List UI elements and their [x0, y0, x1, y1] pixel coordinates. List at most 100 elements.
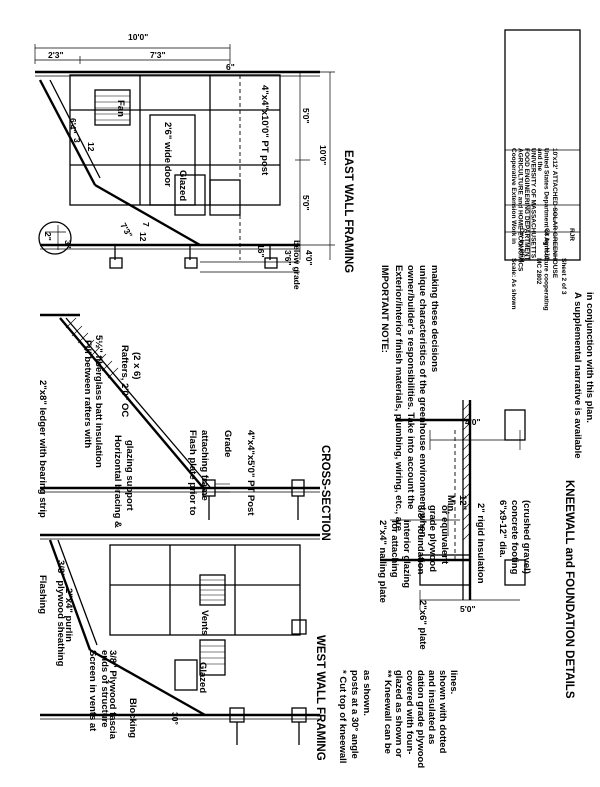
- initials: RJR: [568, 228, 575, 241]
- dim-height-top: 5'0": [301, 108, 311, 124]
- supplemental-line: A supplemental narrative is available: [572, 292, 583, 459]
- label-foundation: 3/8" foundation: [415, 505, 426, 575]
- org-line: and the: [536, 148, 543, 171]
- label-cs-post: 4"x4"x5'0" PT Post: [245, 430, 256, 516]
- label-angle: 30°: [170, 712, 180, 725]
- important-line: making these decisions: [429, 265, 440, 372]
- scale: Scale: As shown: [510, 258, 517, 309]
- dim-overall-width: 10'0": [128, 32, 148, 42]
- label-rafters2: (2 x 6): [131, 352, 142, 379]
- org-line: United States Department of Agriculture …: [543, 148, 550, 311]
- label-four-ft: 4'0": [465, 417, 481, 427]
- dim-right-width: 7'3": [150, 50, 166, 60]
- dim-left-width: 2'3": [48, 50, 64, 60]
- annotation-labels: EAST WALL FRAMING 10'0" 2'3" 7'3" 6" 5'0" 5'0"…: [37, 32, 595, 768]
- label-nailing3: interior glazing: [401, 520, 412, 588]
- label-flashing: Flashing: [37, 575, 48, 614]
- org-line: FOOD ENGINEERING DEPARTMENT: [523, 148, 530, 261]
- label-five-ft: 5'0": [460, 604, 476, 614]
- footnote1-line: posts at a 30° angle: [349, 670, 360, 759]
- label-ledger: 2"x8" ledger with bearing strip: [37, 380, 48, 518]
- mc-number: MC 2802: [535, 258, 542, 285]
- east-wall-title: EAST WALL FRAMING: [342, 150, 354, 273]
- footnote1-line: as shown.: [361, 670, 372, 716]
- label-bracing: Horizontal bracing &: [112, 435, 123, 528]
- dim-slope-3: 3: [72, 138, 82, 143]
- dim-below-grade: 3'6": [283, 250, 293, 266]
- checked-by: Ck by HJG: [543, 228, 550, 261]
- kneewall-detail: [380, 400, 526, 610]
- west-wall-framing: [40, 533, 320, 745]
- label-fill: Fill between rafters with: [82, 340, 93, 448]
- dim-glazing-len: 7'3": [118, 221, 134, 239]
- dim-rafter-len: 6'4": [68, 118, 78, 134]
- footnote2-line: dation grade plywood: [415, 670, 426, 768]
- label-min: Min.: [445, 495, 456, 514]
- east-wall-framing: [34, 44, 335, 273]
- supplemental-line: in conjunction with this plan.: [584, 292, 595, 423]
- label-fascia: 3/8" Plywood fascia: [107, 650, 118, 740]
- label-fill2: 5½" fiberglass batt insulation: [93, 335, 104, 468]
- label-screen: Screen in vents at: [87, 650, 98, 732]
- dim-detail-3: 3": [63, 240, 73, 249]
- dim-detail-2: 2": [43, 232, 53, 241]
- footnote2-line: glazed as shown or: [393, 670, 404, 758]
- kneewall-title: KNEEWALL and FOUNDATION DETAILS: [563, 480, 575, 699]
- label-screen2: ends of structure: [99, 650, 110, 728]
- dim-six-in: 6": [226, 62, 235, 72]
- label-vents: Vents: [199, 610, 210, 635]
- label-rafters: Rafters, 2'0" OC: [119, 345, 130, 417]
- label-flash2: attaching frame: [199, 430, 210, 501]
- org-line: Cooperative Extension Work in: [510, 148, 517, 244]
- cross-section-title: CROSS-SECTION: [319, 445, 331, 541]
- label-flash: Flash plate prior to: [187, 430, 198, 516]
- label-post: 4"x4"x10'0" PT post: [259, 85, 270, 176]
- footnote2-line: and insulated as: [426, 670, 437, 744]
- label-plate: 2"x6" plate: [417, 600, 428, 650]
- footnote1-line: * Cut top of kneewall: [337, 670, 348, 763]
- dim-height-total: 10'0": [318, 145, 328, 165]
- important-line: Exterior/interior finish materials, plum…: [393, 265, 404, 531]
- dim-slope-12: 12: [86, 142, 96, 152]
- fan-icon: [94, 89, 131, 126]
- dim-footing: 4'0": [304, 250, 314, 266]
- label-foundation3: or equivalent: [439, 505, 450, 565]
- important-title: IMPORTANT NOTE:: [379, 265, 390, 353]
- label-rigid: 2" rigid insulation: [475, 503, 486, 584]
- label-glazed: Glazed: [177, 170, 188, 201]
- footnote2-line: ** Kneewall can be: [382, 670, 393, 754]
- org-line: UNIVERSITY OF MASSACHUSETTS: [530, 148, 537, 259]
- dim-slope-12b: 12: [138, 232, 148, 242]
- cross-section: [40, 313, 320, 520]
- label-kw-footing2: concrete footing: [509, 500, 520, 575]
- sheet-number: Sheet 2 of 3: [560, 258, 567, 295]
- dim-slope-7: 7: [141, 222, 151, 227]
- drawn-by: Dw by RFR: [518, 228, 525, 263]
- label-purlin: 2"x4" purlin: [63, 588, 74, 642]
- label-bracing2: glazing support: [124, 440, 135, 512]
- label-west-glazed: Glazed: [197, 662, 208, 693]
- label-nailing2: for attaching: [389, 520, 400, 578]
- important-line: unique characteristics of the greenhouse…: [417, 265, 428, 538]
- label-door: 2'6" wide door: [162, 122, 173, 187]
- label-kw-footing: 6"x9-12" dia.: [497, 500, 508, 558]
- footnote2-line: shown with dotted: [437, 670, 448, 754]
- label-grade: Grade: [222, 430, 233, 457]
- dim-height-bottom: 5'0": [301, 195, 311, 211]
- label-twelve: 12": [457, 495, 468, 510]
- label-fan: Fan: [115, 100, 126, 117]
- dim-sixteen: 16": [256, 244, 266, 258]
- label-kw-footing3: (crushed gravel): [521, 500, 532, 574]
- important-line: owner/builder's responsibilities. Take i…: [405, 265, 416, 509]
- title-block: [504, 29, 581, 261]
- west-wall-title: WEST WALL FRAMING: [314, 635, 326, 761]
- label-sheathing: 3/8" plywood sheathing: [55, 560, 66, 667]
- org-line: AGRICULTURE and HOME ECONOMICS: [517, 148, 524, 272]
- project-title: 10'x12' ATTACHED SOLAR GREENHOUSE: [551, 148, 558, 279]
- dim-below-grade-text: below grade: [292, 240, 302, 290]
- footnote2-line: lines.: [448, 670, 459, 694]
- footnote2-line: covered with foun-: [404, 670, 415, 754]
- label-nailing: 2"x4" nailing plate: [377, 520, 388, 603]
- label-foundation2: grade plywood: [427, 505, 438, 572]
